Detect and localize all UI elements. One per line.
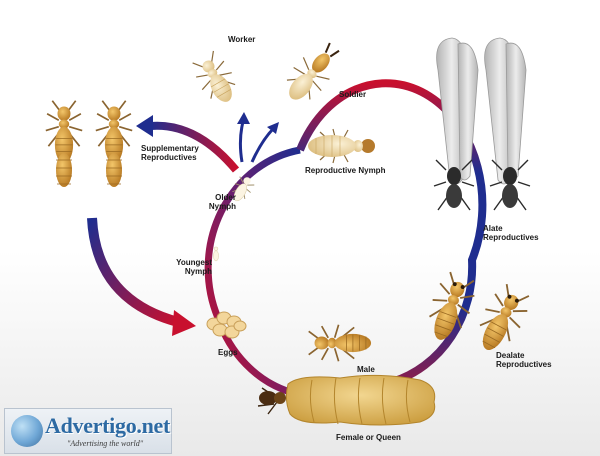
youngest-nymph-termite <box>213 246 219 262</box>
dealate-reproductive-1 <box>419 268 482 348</box>
arrow-to-eggs <box>87 217 196 336</box>
label-female-or-queen: Female or Queen <box>336 433 401 442</box>
globe-icon <box>11 415 43 447</box>
older-nymph-termite <box>232 176 255 202</box>
label-male: Male <box>357 365 375 374</box>
supplementary-reproductive-1 <box>44 99 84 187</box>
worker-termite <box>192 50 236 102</box>
reproductive-nymph-termite <box>308 128 375 164</box>
arrows-to-castes <box>237 112 279 163</box>
alate-reproductive-1 <box>433 37 479 211</box>
queen-termite <box>257 374 436 426</box>
label-eggs: Eggs <box>218 348 238 357</box>
label-soldier: Soldier <box>339 90 367 99</box>
label-worker: Worker <box>228 35 256 44</box>
label-supplementary-reproductives: Supplementary Reproductives <box>141 144 199 162</box>
label-reproductive-nymph: Reproductive Nymph <box>305 166 386 175</box>
dealate-reproductive-2 <box>468 279 537 360</box>
label-alate-reproductives: Alate Reproductives <box>483 224 539 242</box>
advertigo-watermark: Advertigo.net "Advertising the world" <box>4 408 172 454</box>
egg-cluster <box>206 311 247 339</box>
label-dealate-reproductives: Dealate Reproductives <box>496 351 552 369</box>
soldier-termite <box>286 42 340 100</box>
label-youngest-nymph: Youngest Nymph <box>176 258 212 276</box>
arrow-to-supplementary <box>136 115 240 173</box>
watermark-slogan: "Advertising the world" <box>67 439 144 448</box>
label-older-nymph: Older Nymph <box>208 193 236 211</box>
watermark-brand: Advertigo.net <box>45 413 171 438</box>
alate-reproductive-2 <box>484 37 531 211</box>
supplementary-reproductive-2 <box>94 99 134 187</box>
male-termite <box>307 323 372 363</box>
